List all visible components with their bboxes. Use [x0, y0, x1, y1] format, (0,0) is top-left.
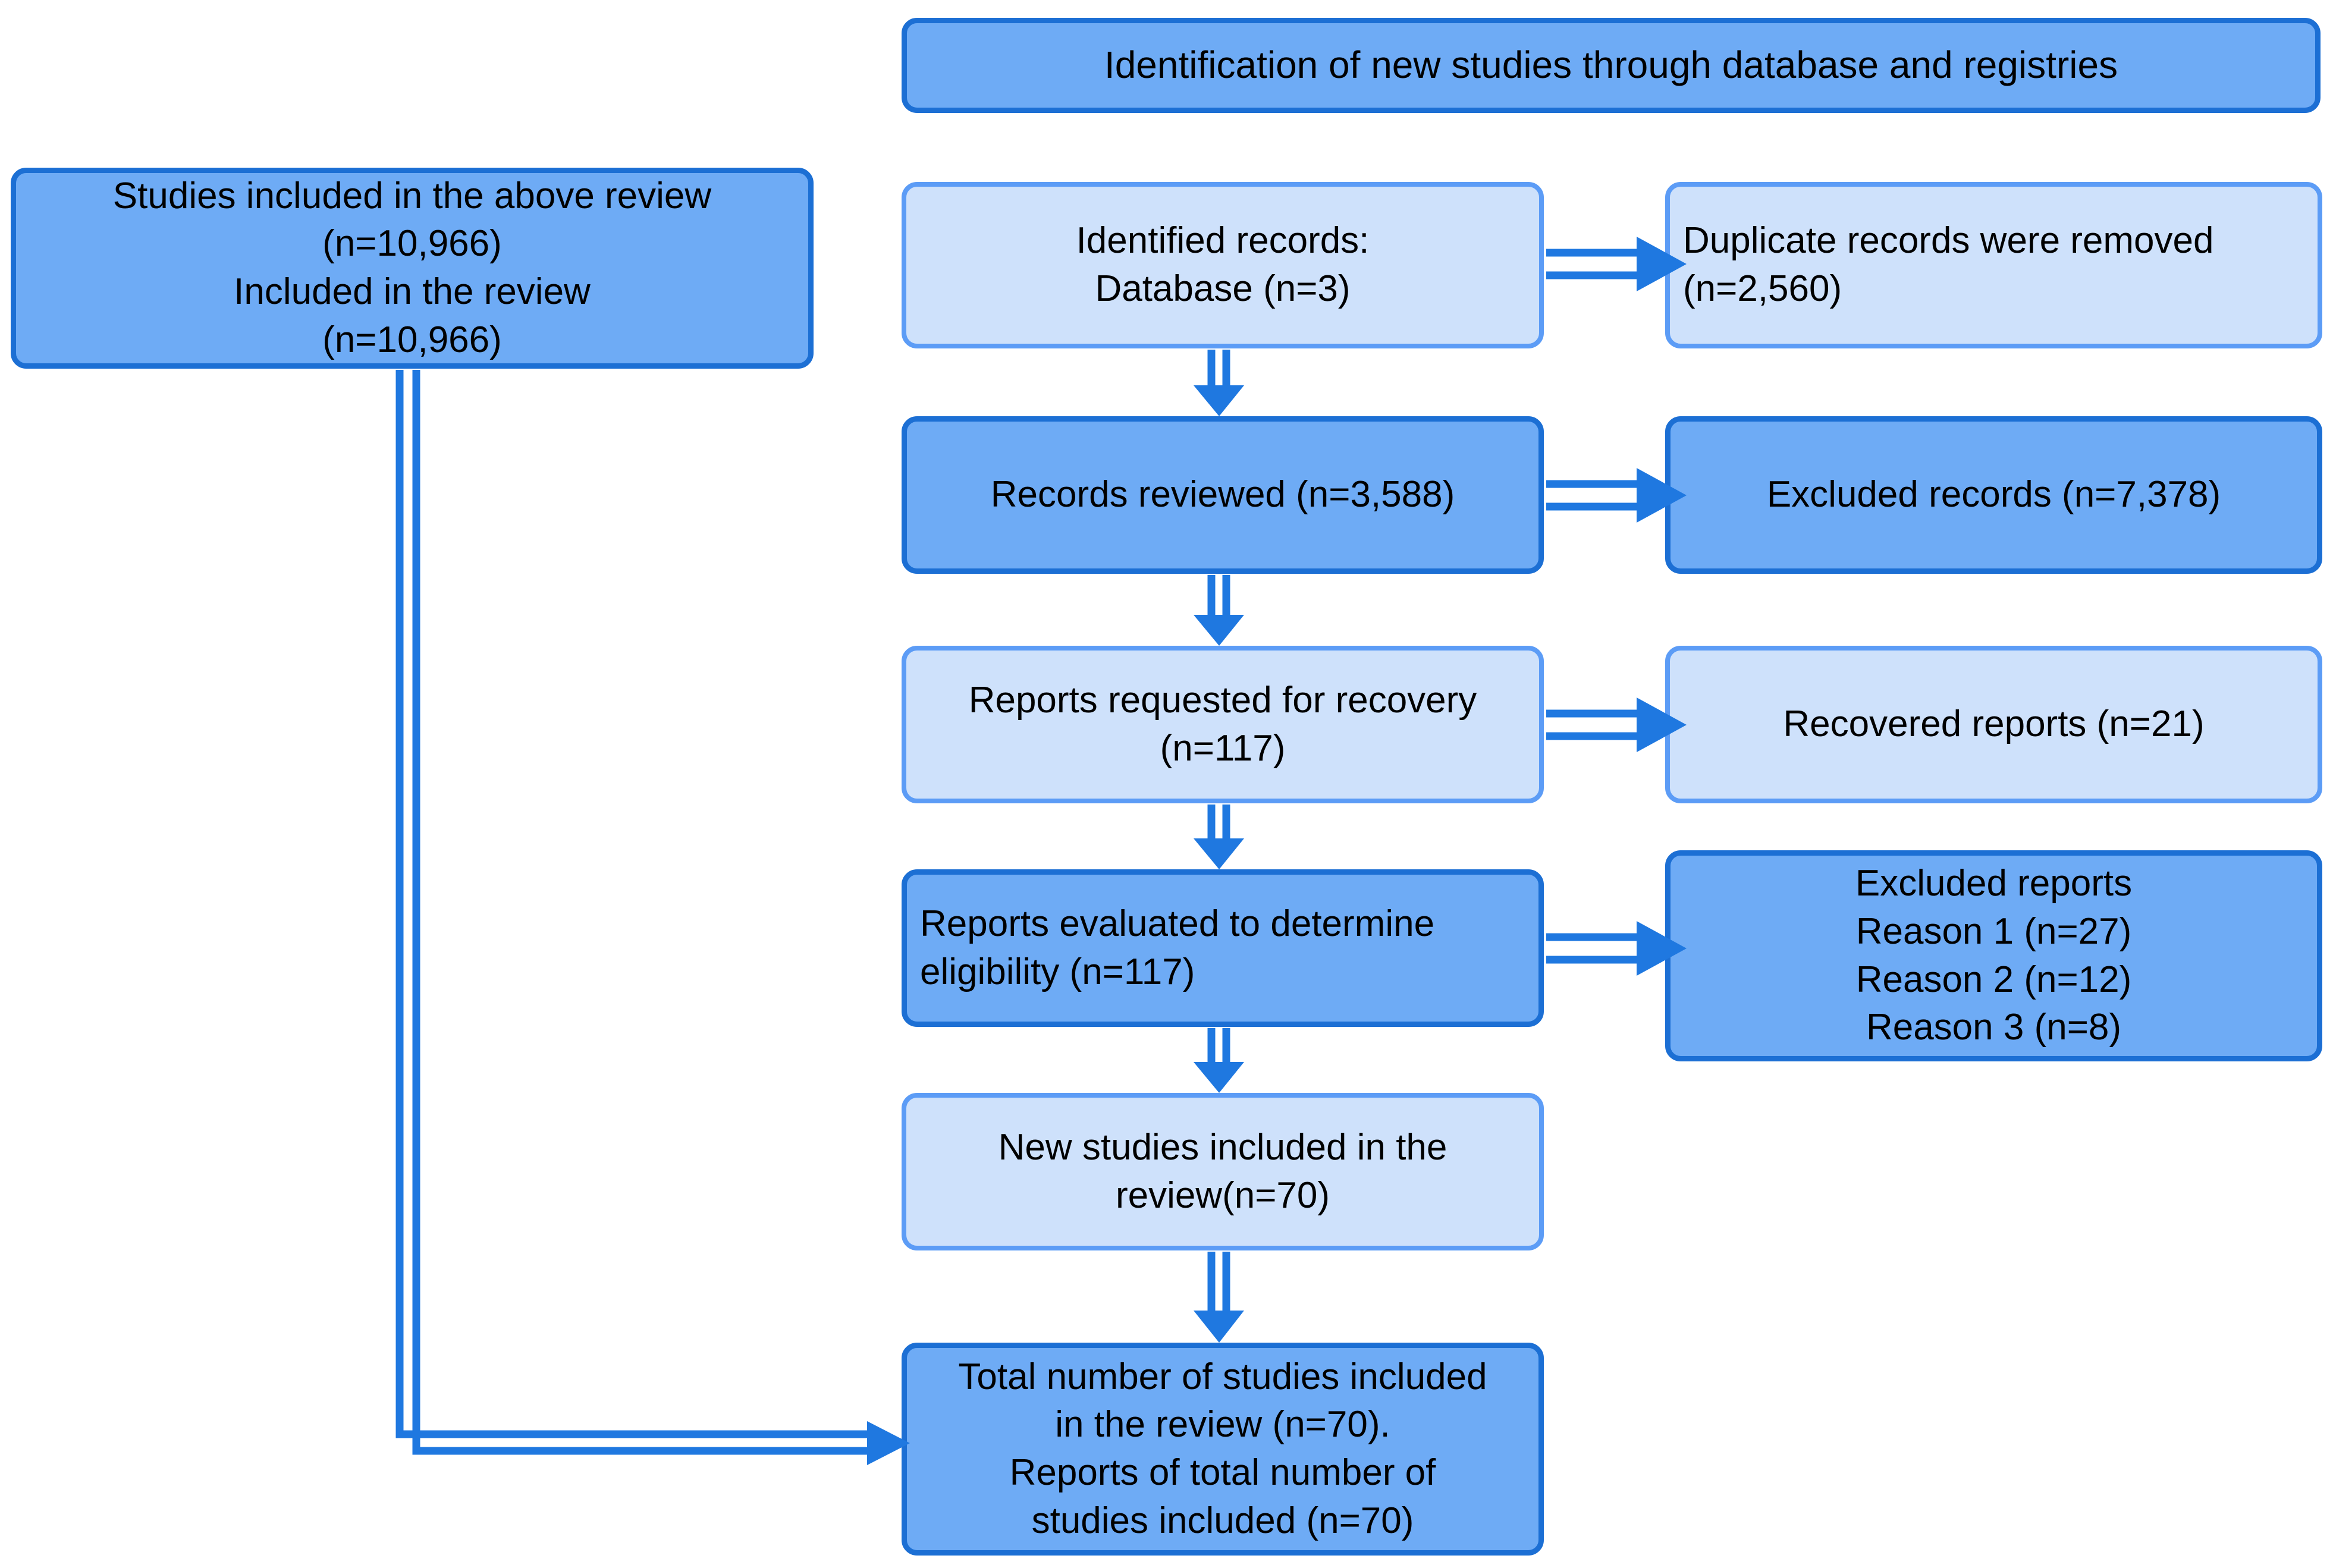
- edge-requested-to-recovered: [1546, 697, 1687, 752]
- node-new-studies-included: New studies included in the review(n=70): [902, 1093, 1544, 1250]
- node-label: Studies included in the above review (n=…: [112, 175, 712, 360]
- node-records-reviewed: Records reviewed (n=3,588): [902, 416, 1544, 574]
- edge-requested-to-evaluated: [1194, 805, 1244, 869]
- header-label: Identification of new studies through da…: [1104, 43, 2118, 87]
- node-label: Records reviewed (n=3,588): [990, 474, 1455, 516]
- edge-evaluated-to-new-studies: [1194, 1028, 1244, 1093]
- node-excluded-records: Excluded records (n=7,378): [1665, 416, 2322, 574]
- node-reports-requested-for-recovery: Reports requested for recovery (n=117): [902, 646, 1544, 803]
- node-label: Duplicate records were removed (n=2,560): [1683, 220, 2214, 309]
- node-label: Reports requested for recovery (n=117): [968, 679, 1477, 769]
- node-total-studies-included: Total number of studies included in the …: [902, 1343, 1544, 1556]
- edge-previous-review-to-total: [395, 370, 910, 1465]
- header-identification-banner: Identification of new studies through da…: [902, 18, 2321, 113]
- edge-new-studies-to-total: [1194, 1252, 1244, 1343]
- edge-reviewed-to-requested: [1194, 575, 1244, 646]
- node-label: Recovered reports (n=21): [1783, 703, 2205, 745]
- node-label: Total number of studies included in the …: [958, 1356, 1487, 1541]
- edge-reviewed-to-excluded: [1546, 468, 1687, 523]
- edge-identified-to-reviewed: [1194, 350, 1244, 416]
- node-label: Reports evaluated to determine eligibili…: [920, 903, 1435, 992]
- node-identified-records: Identified records: Database (n=3): [902, 182, 1544, 348]
- node-excluded-reports-reasons: Excluded reports Reason 1 (n=27) Reason …: [1665, 850, 2322, 1061]
- node-reports-evaluated-eligibility: Reports evaluated to determine eligibili…: [902, 869, 1544, 1027]
- node-label: New studies included in the review(n=70): [998, 1126, 1447, 1216]
- node-label: Excluded reports Reason 1 (n=27) Reason …: [1855, 863, 2133, 1048]
- edge-identified-to-duplicates: [1546, 237, 1687, 291]
- node-label: Identified records: Database (n=3): [1076, 220, 1370, 309]
- edge-evaluated-to-excluded-reports: [1546, 921, 1687, 976]
- node-duplicate-records-removed: Duplicate records were removed (n=2,560): [1665, 182, 2322, 348]
- node-label: Excluded records (n=7,378): [1766, 474, 2221, 516]
- node-studies-included-above-review: Studies included in the above review (n=…: [11, 168, 814, 369]
- node-recovered-reports: Recovered reports (n=21): [1665, 646, 2322, 803]
